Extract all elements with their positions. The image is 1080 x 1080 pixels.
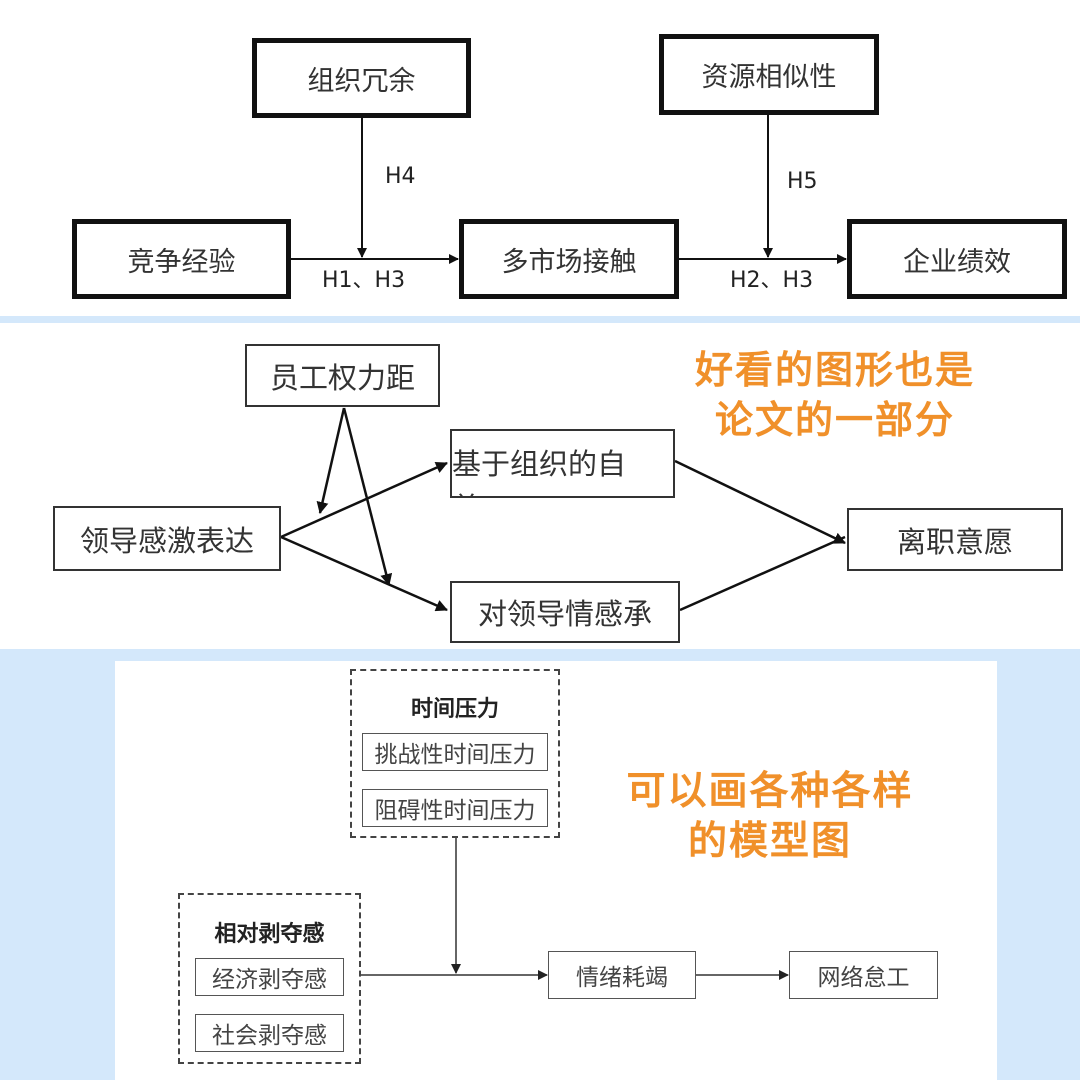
arrow-upper-to-right bbox=[674, 459, 846, 545]
arrow-left-to-upper bbox=[280, 461, 448, 539]
label-h1-h3: H1、H3 bbox=[322, 268, 406, 293]
box-resource-similarity: 资源相似性 bbox=[659, 34, 879, 115]
box-organization-based-self-esteem: 基于组织的自 尊 bbox=[450, 429, 675, 498]
group-time-pressure-title: 时间压力 bbox=[410, 697, 499, 722]
diagram-panel-3: 时间压力 挑战性时间压力 阻碍性时间压力 相对剥夺感 经济剥夺感 社会剥夺感 情… bbox=[115, 661, 997, 1080]
group-time-pressure bbox=[350, 669, 560, 838]
caption-2: 可以画各种各样 的模型图 bbox=[585, 767, 955, 867]
box-cyberloafing: 网络怠工 bbox=[789, 951, 938, 999]
box-firm-performance: 企业绩效 bbox=[847, 219, 1067, 299]
box-social-deprivation: 社会剥夺感 bbox=[195, 1014, 344, 1052]
box-gratitude-expression: 领导感激表达 bbox=[53, 506, 281, 571]
group-relative-deprivation-title: 相对剥夺感 bbox=[214, 922, 325, 947]
label-h5: H5 bbox=[787, 169, 818, 194]
arrow-lower-to-right bbox=[679, 535, 846, 612]
box-turnover-intention: 离职意愿 bbox=[847, 508, 1063, 571]
box-economic-deprivation: 经济剥夺感 bbox=[195, 958, 344, 996]
box-competitive-experience: 竞争经验 bbox=[72, 219, 291, 299]
diagram-panel-1: 组织冗余 资源相似性 竞争经验 多市场接触 企业绩效 H4 H5 H1、H3 H… bbox=[0, 0, 1080, 316]
caption-2-line-2: 的模型图 bbox=[687, 819, 852, 864]
box-power-distance: 员工权力距 bbox=[245, 344, 440, 407]
diagram-panel-2: 员工权力距 领导感激表达 基于组织的自 尊 对领导情感承 离职意愿 好看的图形也… bbox=[0, 323, 1080, 649]
caption-1: 好看的图形也是 论文的一部分 bbox=[660, 345, 1010, 445]
caption-2-line-1: 可以画各种各样 bbox=[626, 769, 914, 814]
caption-1-line-2: 论文的一部分 bbox=[714, 398, 955, 442]
upper-mid-cut-label: 尊 bbox=[452, 485, 481, 496]
arrow-moderator-2 bbox=[342, 407, 393, 586]
upper-mid-label: 基于组织的自 bbox=[452, 447, 627, 481]
label-h4: H4 bbox=[385, 164, 416, 189]
box-challenge-time-pressure: 挑战性时间压力 bbox=[362, 733, 548, 771]
arrow-moderator-1 bbox=[316, 407, 346, 514]
caption-1-line-1: 好看的图形也是 bbox=[694, 348, 975, 392]
diagram2-arrows bbox=[280, 407, 846, 612]
label-h2-h3: H2、H3 bbox=[730, 268, 814, 293]
box-emotional-exhaustion: 情绪耗竭 bbox=[548, 951, 696, 999]
group-relative-deprivation bbox=[178, 893, 361, 1064]
box-organizational-slack: 组织冗余 bbox=[252, 38, 471, 118]
diagram1-arrows bbox=[291, 115, 847, 264]
box-multimarket-contact: 多市场接触 bbox=[459, 219, 679, 299]
diagram3-arrows bbox=[361, 838, 789, 980]
arrow-left-to-lower bbox=[280, 535, 448, 612]
box-affective-commitment: 对领导情感承 bbox=[450, 581, 680, 643]
box-hindrance-time-pressure: 阻碍性时间压力 bbox=[362, 789, 548, 827]
